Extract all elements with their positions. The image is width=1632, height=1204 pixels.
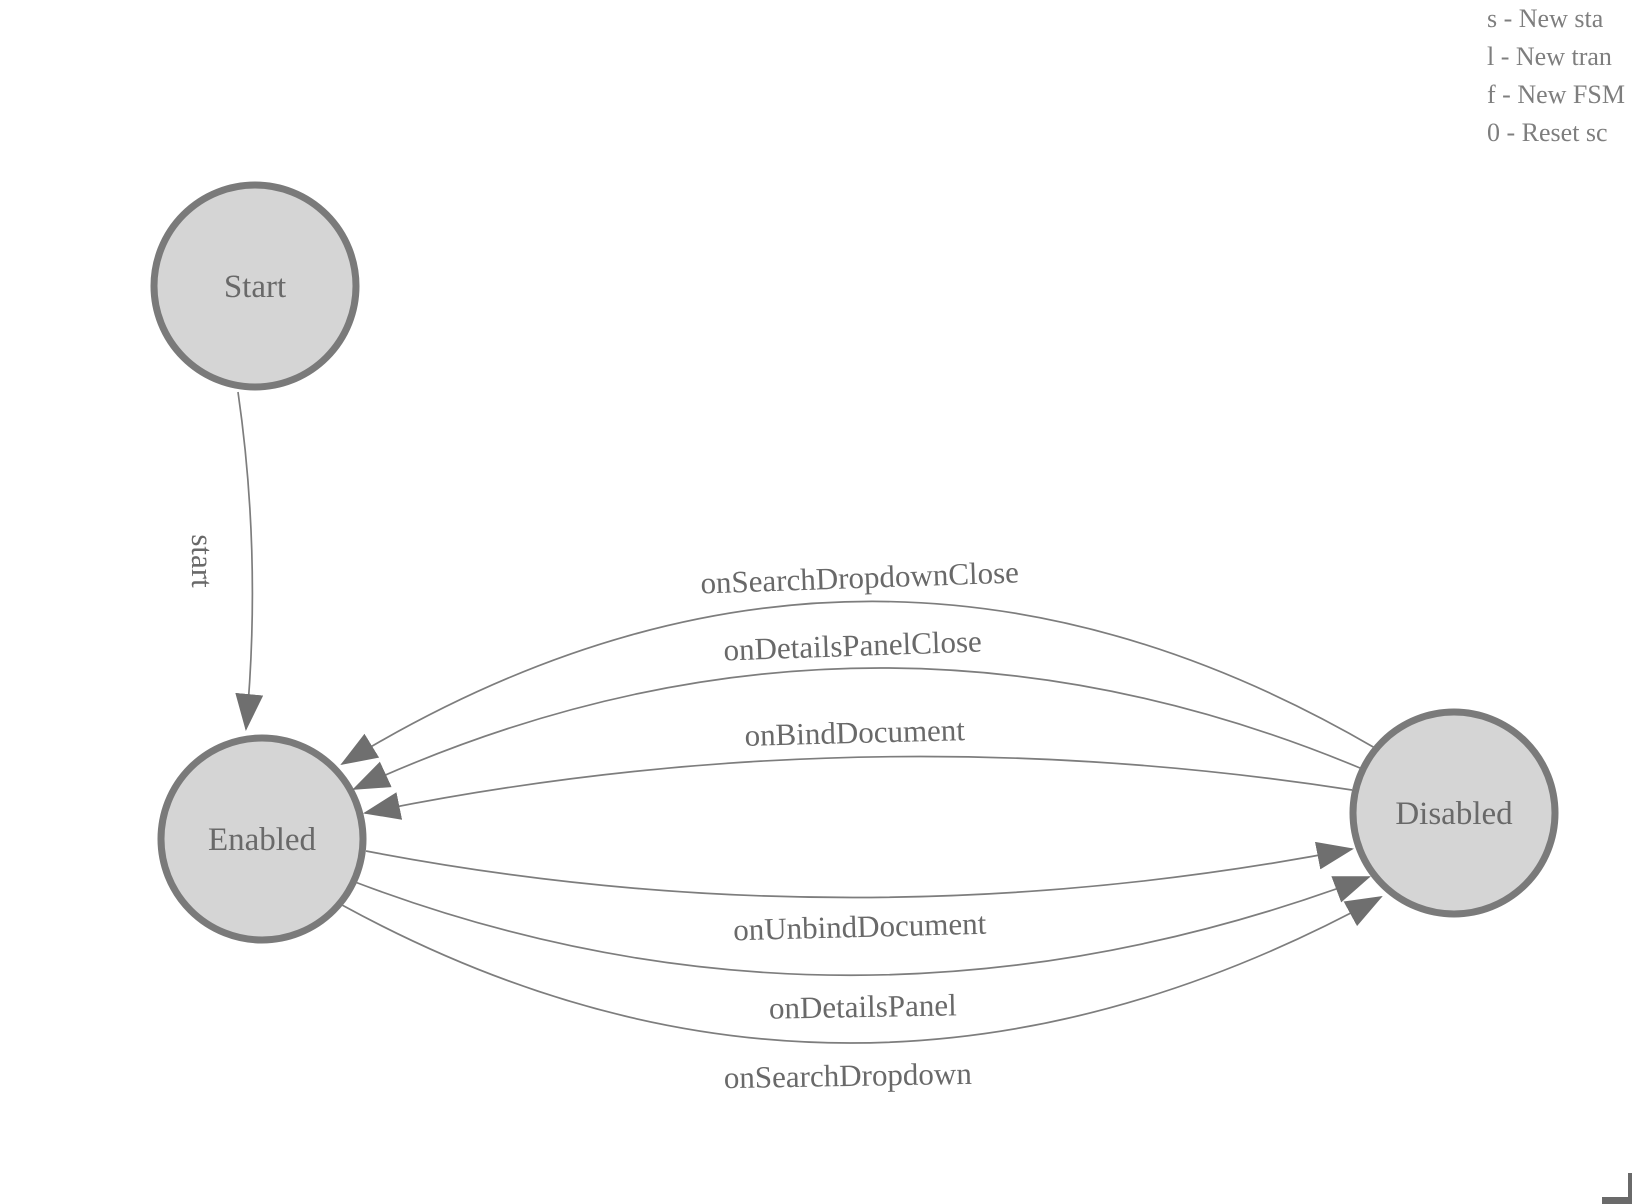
legend-line-reset: 0 - Reset sc — [1487, 118, 1608, 147]
state-label-start: Start — [224, 269, 286, 305]
state-circle-start[interactable] — [150, 181, 360, 391]
state-node-start[interactable]: Start — [150, 181, 360, 391]
transition-edge-on-search-dropdown-close — [340, 600, 1376, 766]
transition-label-on-search-dropdown: onSearchDropdown — [724, 1056, 973, 1095]
transition-label-on-bind-document: onBindDocument — [744, 712, 966, 753]
transition-edge-on-details-panel — [354, 876, 1371, 977]
transition-label-on-details-panel: onDetailsPanel — [769, 987, 957, 1025]
transition-edge-on-search-dropdown — [341, 896, 1383, 1044]
legend-line-new-fsm: f - New FSM — [1487, 80, 1625, 109]
transition-label-on-search-dropdown-close: onSearchDropdownClose — [700, 554, 1020, 600]
corner-horizontal-bar — [1602, 1197, 1632, 1204]
legend-line-new-transition: l - New tran — [1487, 42, 1612, 71]
transition-label-on-unbind-document: onUnbindDocument — [733, 906, 987, 948]
state-circle-enabled[interactable] — [157, 734, 367, 944]
transition-edge-on-unbind-document — [365, 841, 1354, 899]
canvas-corner-handle — [1602, 1173, 1632, 1204]
transition-edge-on-bind-document — [363, 755, 1353, 820]
transition-label-on-details-panel-close: onDetailsPanelClose — [723, 624, 982, 668]
state-node-enabled[interactable]: Enabled — [157, 734, 367, 944]
state-label-enabled: Enabled — [208, 822, 317, 858]
transition-edge-start — [235, 391, 264, 731]
state-circle-disabled[interactable] — [1349, 708, 1559, 918]
shortcut-legend: s - New sta l - New tran f - New FSM 0 -… — [1487, 0, 1625, 152]
state-label-disabled: Disabled — [1395, 796, 1513, 832]
legend-line-new-state: s - New sta — [1487, 4, 1604, 33]
corner-vertical-bar — [1628, 1173, 1632, 1204]
transition-edge-on-details-panel-close — [352, 667, 1361, 790]
state-node-disabled[interactable]: Disabled — [1349, 708, 1559, 918]
transition-label-start: start — [185, 534, 220, 588]
